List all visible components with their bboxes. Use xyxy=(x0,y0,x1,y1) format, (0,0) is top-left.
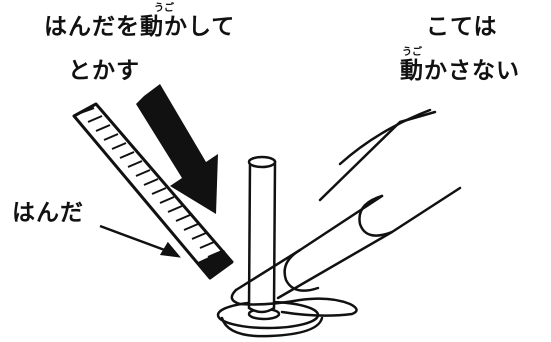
solder-wire xyxy=(72,102,234,280)
label-move-solder-line2: とかす xyxy=(68,58,140,84)
ruby-ugo-right: うご xyxy=(402,47,422,58)
label-iron-line2: 動かさない xyxy=(400,58,520,84)
soldering-iron xyxy=(230,108,462,317)
label-iron-line1: こては xyxy=(426,14,498,40)
component-lead xyxy=(247,155,277,314)
push-arrow-icon xyxy=(136,84,218,214)
pointer-arrow-icon xyxy=(99,224,181,258)
ruby-ugo-left: うご xyxy=(154,3,174,14)
label-solder: はんだ xyxy=(12,200,84,226)
label-move-solder-line1: はんだを動かして xyxy=(44,14,236,40)
